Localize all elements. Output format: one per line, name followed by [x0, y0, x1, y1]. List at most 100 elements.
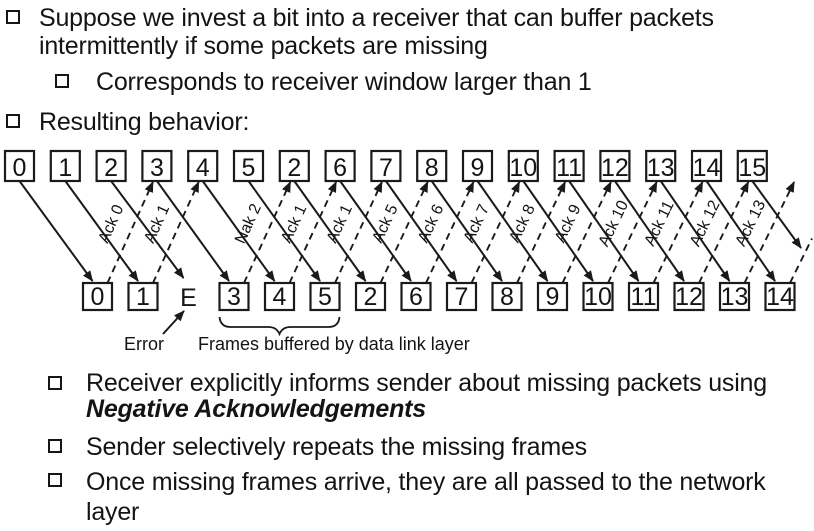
receiver-frame-number: 9 — [546, 283, 560, 311]
frame-arrow — [522, 180, 594, 282]
receiver-frame-number: 0 — [91, 283, 105, 311]
receiver-frame-box — [536, 281, 569, 312]
bullet-line-emphasis: Negative Acknowledgements — [86, 395, 427, 423]
receiver-frame-box — [309, 281, 341, 312]
sender-frame-box — [461, 149, 494, 183]
square-bullet-icon — [55, 74, 69, 88]
sender-frame-number: 15 — [738, 154, 766, 182]
receiver-frame-number: 10 — [584, 283, 612, 311]
ack-arrow — [516, 181, 566, 284]
sender-frame-box — [645, 149, 677, 183]
ack-arrow — [607, 181, 658, 284]
ack-label: Ack 1 — [278, 202, 310, 246]
sender-frame-box — [95, 149, 127, 183]
square-bullet-icon — [6, 10, 20, 24]
bullet-line: layer — [86, 498, 140, 526]
ack-label: Ack 13 — [732, 198, 769, 249]
ack-arrow — [106, 181, 154, 284]
receiver-frame-box — [218, 281, 250, 312]
square-bullet-icon — [48, 439, 62, 453]
sender-frame-box — [141, 149, 173, 183]
ack-arrow — [743, 181, 795, 284]
sender-frame-number: 1 — [58, 154, 72, 182]
receiver-frame-number: 12 — [675, 283, 703, 311]
ack-label: Ack 10 — [596, 198, 633, 250]
ack-label: Ack 9 — [552, 202, 585, 246]
frame-arrow — [201, 180, 276, 282]
bullet-selective-repeat: Sender selectively repeats the missing f… — [48, 433, 587, 461]
bullet-text: Once missing frames arrive, they are all… — [86, 467, 766, 527]
sender-frame-number: 11 — [556, 154, 582, 182]
ack-label: Ack 6 — [415, 202, 447, 246]
bullet-line: Receiver explicitly informs sender about… — [86, 369, 767, 397]
sender-frame-box — [599, 149, 631, 183]
error-label: Error — [124, 334, 164, 354]
sender-frame-number: 2 — [104, 154, 118, 182]
ack-label: Nak 2 — [232, 201, 265, 246]
frame-arrow — [568, 180, 640, 282]
sender-frame-box — [553, 149, 585, 183]
error-cell: E — [180, 284, 197, 312]
sender-frame-box — [324, 149, 356, 183]
receiver-frame-box — [627, 281, 660, 312]
ack-label: Ack 11 — [641, 198, 677, 248]
receiver-frame-number: 7 — [455, 283, 469, 311]
error-pointer-arrow — [162, 310, 185, 335]
buffered-brace — [218, 316, 341, 337]
sender-frame-number: 4 — [196, 154, 210, 182]
receiver-frame-number: 14 — [766, 283, 794, 311]
ack-arrow — [379, 181, 429, 284]
receiver-frame-box — [400, 281, 432, 312]
frame-arrow — [476, 180, 549, 282]
bullet-negative-acks: Receiver explicitly informs sender about… — [48, 370, 767, 422]
square-bullet-icon — [6, 114, 20, 128]
sender-frame-number: 14 — [693, 154, 721, 182]
ack-label: Ack 7 — [461, 202, 494, 246]
sender-frame-number: 6 — [333, 154, 347, 182]
bullet-passed-to-network: Once missing frames arrive, they are all… — [48, 467, 766, 527]
receiver-frame-box — [491, 281, 523, 312]
sender-frame-box — [736, 149, 768, 183]
ack-arrow — [789, 238, 813, 284]
buffered-label: Frames buffered by data link layer — [198, 334, 470, 354]
frame-arrow — [751, 180, 802, 249]
sender-frame-number: 7 — [379, 154, 393, 182]
sender-frame-number: 10 — [509, 154, 537, 182]
receiver-frame-number: 1 — [136, 283, 150, 311]
receiver-frame-box — [764, 281, 796, 312]
bullet-line: Sender selectively repeats the missing f… — [86, 433, 587, 461]
bullet-receiver-window: Corresponds to receiver window larger th… — [55, 68, 592, 96]
ack-arrow — [243, 181, 292, 284]
receiver-frame-number: 8 — [500, 283, 514, 311]
receiver-frame-box — [718, 281, 751, 312]
ack-arrow — [334, 181, 383, 284]
bullet-text: Receiver explicitly informs sender about… — [86, 370, 767, 422]
bullet-line: Suppose we invest a bit into a receiver … — [39, 4, 714, 32]
sender-frame-box — [690, 149, 723, 183]
sender-frame-number: 8 — [425, 154, 439, 182]
ack-label: Ack 12 — [687, 198, 724, 250]
sender-frame-number: 5 — [242, 154, 256, 182]
bullet-text: Resulting behavior: — [39, 108, 249, 136]
receiver-frame-number: 11 — [631, 283, 657, 311]
ack-label: Ack 0 — [96, 202, 128, 246]
sender-frame-number: 12 — [601, 154, 629, 182]
frame-arrow — [18, 180, 94, 282]
bullet-resulting-behavior: Resulting behavior: — [6, 108, 249, 136]
frame-arrow — [247, 180, 321, 282]
receiver-frame-number: 5 — [318, 283, 332, 311]
bullet-text: Suppose we invest a bit into a receiver … — [39, 4, 714, 60]
receiver-frame-number: 6 — [409, 283, 423, 311]
frame-arrow — [705, 180, 776, 282]
sender-frame-box — [370, 149, 402, 183]
bullet-line: Once missing frames arrive, they are all… — [86, 468, 766, 496]
sender-frame-box — [3, 149, 36, 183]
ack-label: Ack 1 — [324, 202, 356, 246]
ack-arrow — [652, 181, 704, 284]
sender-frame-box — [507, 149, 539, 183]
receiver-frame-number: 4 — [273, 283, 287, 311]
receiver-frame-box — [445, 281, 478, 312]
frame-arrow — [385, 180, 458, 282]
frame-arrow — [156, 180, 230, 282]
frame-arrow — [64, 180, 139, 282]
